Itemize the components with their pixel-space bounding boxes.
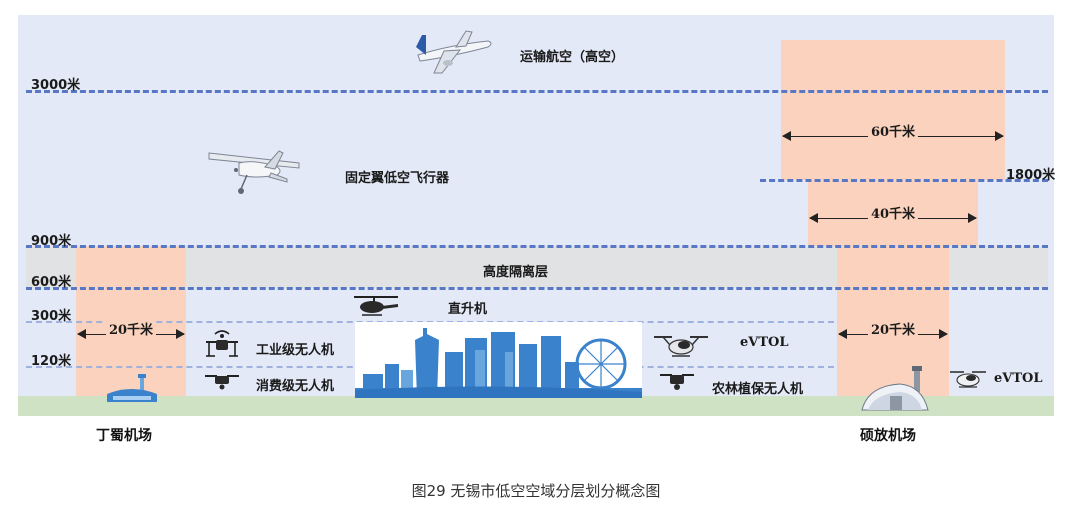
fixed-wing-plane-icon [208,150,300,194]
distance-60km-label: 60千米 [867,121,919,140]
line-900m [26,245,1048,248]
evtol-right-icon [950,371,986,388]
distance-20km-right-label: 20千米 [867,319,919,338]
right-airport-zone-overlap [837,246,949,288]
fixed-wing-label: 固定翼低空飞行器 [345,171,450,186]
altitude-label-1800: 1800米 [1006,168,1056,183]
distance-40km: 40千米 [809,203,977,226]
right-airport-zone-upper [781,40,1005,180]
line-3000m [26,90,1048,93]
consumer-drone-icon [205,375,239,390]
line-600m [26,287,1048,290]
dingshu-airport-label: 丁蜀机场 [96,428,152,444]
left-airport-zone-overlap [76,246,186,288]
shuofang-airport-icon [861,366,929,411]
dingshu-airport-icon [107,374,157,402]
agricultural-drone-label: 农林植保无人机 [712,382,804,397]
distance-20km-left-label: 20千米 [105,319,157,338]
consumer-drone-label: 消费级无人机 [256,379,335,394]
evtol-right-label: eVTOL [994,371,1043,386]
evtol-left-icon [654,336,708,357]
ground-strip [18,396,1054,416]
agricultural-drone-icon [660,374,694,390]
altitude-label-600: 600米 [31,275,72,290]
city-skyline-illustration [355,328,642,398]
distance-60km: 60千米 [782,121,1004,144]
industrial-drone-label: 工业级无人机 [256,343,335,358]
distance-20km-left: 20千米 [77,319,185,342]
altitude-label-300: 300米 [31,309,72,324]
industrial-drone-icon [206,330,238,357]
airliner-icon [416,30,492,74]
helicopter-icon [354,296,398,316]
helicopter-label: 直升机 [448,302,488,317]
altitude-label-3000: 3000米 [31,78,81,93]
line-1800m [760,179,1048,182]
shuofang-airport-label: 硕放机场 [860,428,916,444]
transport-aviation-label: 运输航空（高空） [520,50,625,65]
altitude-label-900: 900米 [31,234,72,249]
evtol-left-label: eVTOL [740,335,789,350]
altitude-label-120: 120米 [31,354,72,369]
figure-caption: 图29 无锡市低空空域分层划分概念图 [411,482,661,500]
distance-40km-label: 40千米 [867,203,919,222]
distance-20km-right: 20千米 [838,319,948,342]
isolation-layer-label: 高度隔离层 [483,265,549,280]
